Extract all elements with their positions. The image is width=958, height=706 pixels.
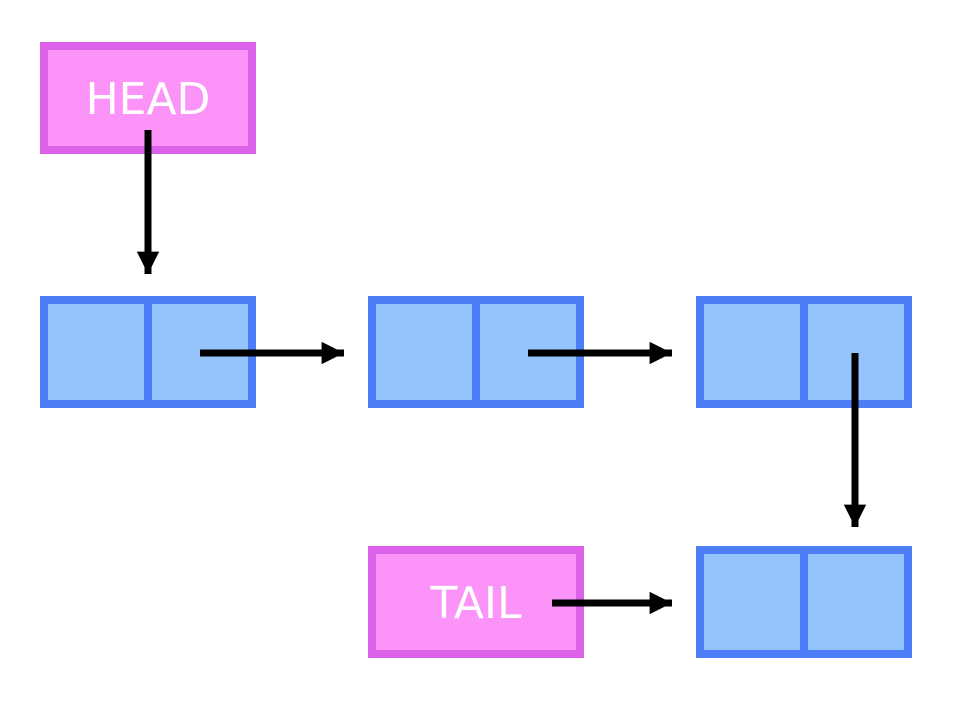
head-label: HEAD bbox=[86, 74, 211, 125]
tail-pointer: TAIL bbox=[368, 546, 584, 658]
node-4-next-cell bbox=[800, 546, 912, 658]
node-3-data-cell bbox=[696, 296, 808, 408]
node-4-data-cell bbox=[696, 546, 808, 658]
list-node-3 bbox=[696, 296, 912, 408]
list-node-4 bbox=[696, 546, 912, 658]
node-2-data-cell bbox=[368, 296, 480, 408]
tail-label: TAIL bbox=[429, 578, 522, 629]
node-1-data-cell bbox=[40, 296, 152, 408]
